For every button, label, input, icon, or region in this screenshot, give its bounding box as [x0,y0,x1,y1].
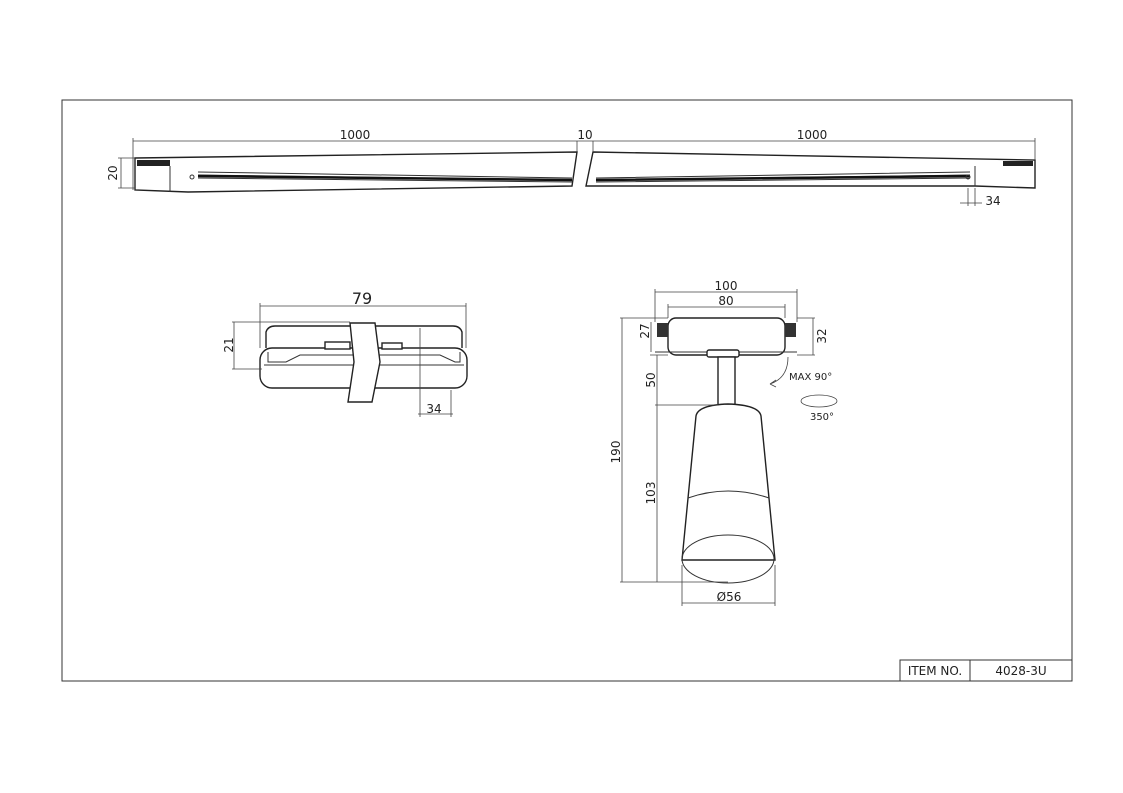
shade-height: 103 [644,482,658,505]
connector-length: 79 [352,289,372,308]
adapter-height-left: 27 [638,323,652,338]
straight-connector [259,322,468,403]
tilt-arrow-icon [769,356,789,388]
rotation-label: 350° [810,412,834,423]
adapter-height-right: 32 [815,328,829,343]
connector-height: 21 [222,337,236,352]
screw-icon [189,174,195,180]
spotlight [655,317,797,584]
item-no-value: 4028-3U [995,664,1046,678]
drawing-border [61,99,1073,682]
diameter: Ø56 [717,590,742,604]
rail-end-offset: 34 [985,194,1000,208]
item-no-label: ITEM NO. [908,664,962,678]
stem-height: 50 [644,372,658,387]
rotation-arrow-icon [800,394,838,408]
rail-height: 20 [106,165,120,180]
total-height: 190 [609,441,623,464]
adapter-width: 100 [715,279,738,293]
rail-dimensions: 1000 10 1000 20 34 [106,128,1036,208]
track-rail [134,151,1036,193]
rail-length-right: 1000 [797,128,828,142]
body-width: 80 [718,294,733,308]
spotlight-dimensions: 190 50 103 100 80 27 32 Ø56 MAX 90° 350° [609,279,838,606]
connector-offset: 34 [426,402,441,416]
rail-gap: 10 [577,128,592,142]
screw-icon [965,174,971,180]
rail-length-left: 1000 [340,128,371,142]
connector-dimensions: 79 21 34 [222,289,467,417]
title-block: ITEM NO. 4028-3U [899,659,1073,682]
tilt-label: MAX 90° [789,372,832,383]
